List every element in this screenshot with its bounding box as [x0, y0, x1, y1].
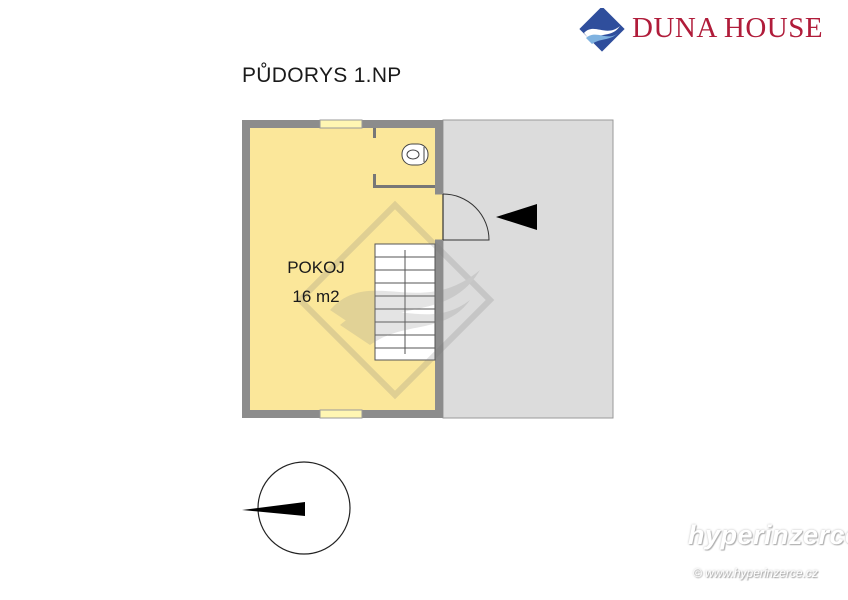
- staircase-icon: [374, 243, 436, 361]
- exterior-area: [442, 119, 614, 419]
- room-name: POKOJ: [287, 258, 345, 277]
- wc-partition: [373, 128, 435, 188]
- plan-title: PŮDORYS 1.NP: [242, 64, 402, 87]
- window-bottom: [319, 409, 363, 419]
- north-arrow-icon: [242, 461, 351, 555]
- hyperinzerce-watermark: hyperinzerce: [688, 520, 848, 550]
- room-area: 16 m2: [292, 287, 340, 306]
- window-top: [319, 119, 363, 129]
- door-opening: [435, 194, 443, 240]
- toilet-icon: [401, 143, 429, 166]
- hyperinzerce-url: © www.hyperinzerce.cz: [693, 566, 818, 580]
- brand-logo: [579, 8, 625, 52]
- entrance-arrow-icon: [496, 204, 537, 230]
- door-swing-icon: [442, 193, 490, 241]
- brand-name: DUNA HOUSE: [632, 12, 824, 44]
- brand-watermark-icon: [295, 200, 495, 400]
